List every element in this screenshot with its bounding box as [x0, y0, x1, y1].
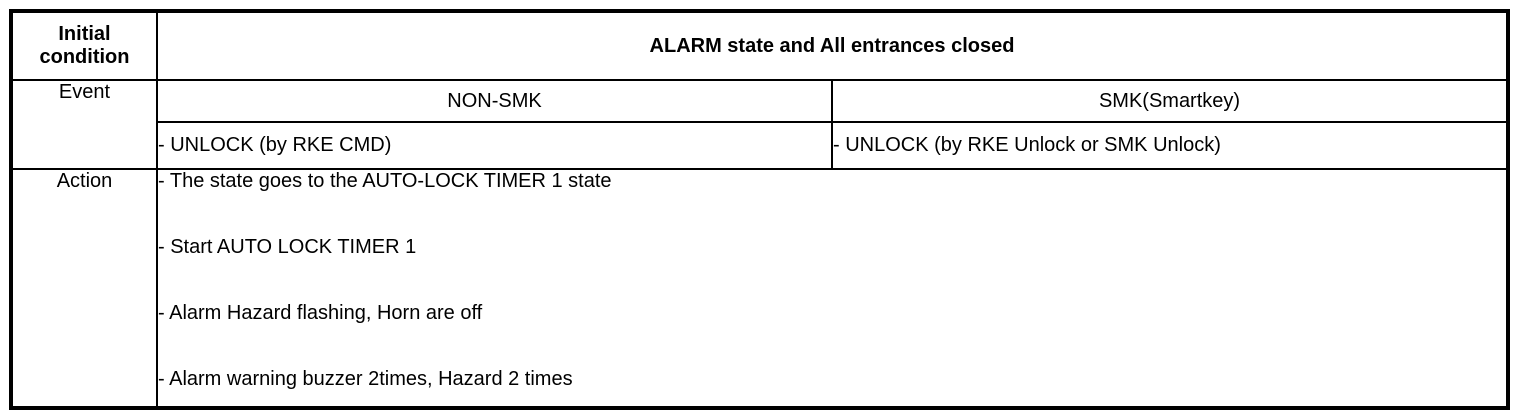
event-non-smk-cell: - UNLOCK (by RKE CMD): [156, 121, 833, 170]
action-item: - Alarm Hazard flashing, Horn are off: [158, 302, 483, 324]
initial-condition-row: Initial condition ALARM state and All en…: [10, 10, 1509, 81]
action-label-cell: Action: [10, 168, 158, 409]
action-row: Action - The state goes to the AUTO-LOCK…: [10, 168, 1509, 409]
action-item: - Start AUTO LOCK TIMER 1: [158, 236, 417, 258]
column-header-non-smk: NON-SMK: [156, 79, 833, 123]
event-smk-cell: - UNLOCK (by RKE Unlock or SMK Unlock): [831, 121, 1509, 170]
initial-condition-value-cell: ALARM state and All entrances closed: [156, 10, 1509, 81]
spec-table: Initial condition ALARM state and All en…: [9, 9, 1510, 410]
action-content-cell: - The state goes to the AUTO-LOCK TIMER …: [156, 168, 1509, 409]
action-item: - Alarm warning buzzer 2times, Hazard 2 …: [158, 368, 573, 390]
action-item: - The state goes to the AUTO-LOCK TIMER …: [158, 170, 612, 192]
event-value-row: - UNLOCK (by RKE CMD) - UNLOCK (by RKE U…: [11, 121, 1509, 170]
event-header-row: Event NON-SMK SMK(Smartkey): [10, 79, 1509, 170]
event-label-cell: Event: [10, 79, 158, 170]
initial-condition-label: Initial condition: [39, 23, 130, 68]
column-header-smk: SMK(Smartkey): [831, 79, 1509, 123]
initial-condition-label-cell: Initial condition: [10, 10, 158, 81]
